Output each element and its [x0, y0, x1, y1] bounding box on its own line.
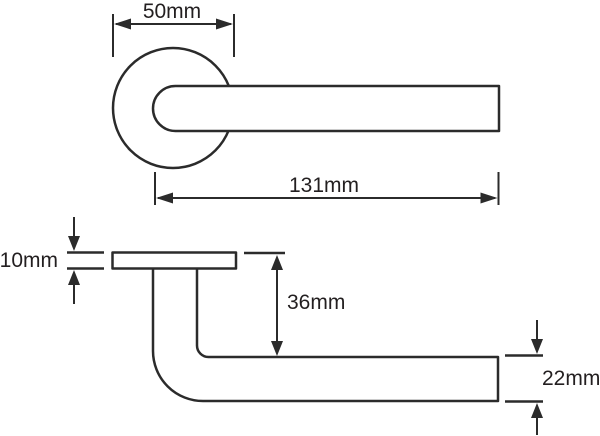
arrow-down-icon — [531, 339, 543, 354]
front-view — [111, 46, 501, 170]
arrow-right-icon — [216, 18, 233, 30]
arrow-up-icon — [68, 270, 80, 285]
rose-thickness-label: 10mm — [0, 249, 58, 272]
rose-side-view — [111, 251, 238, 270]
arrow-up-icon — [271, 255, 283, 270]
arrow-up-icon — [531, 403, 543, 418]
arrow-left-icon — [114, 18, 131, 30]
dimension-lever-drop: 36mm — [244, 251, 345, 356]
lever-side-view — [151, 268, 500, 403]
lever-length-label: 131mm — [289, 174, 359, 197]
dimension-rose-thickness: 10mm — [0, 217, 104, 304]
arrow-down-icon — [68, 236, 80, 251]
lever-section-label: 22mm — [542, 367, 600, 390]
dimension-rose-diameter: 50mm — [112, 0, 235, 57]
rose-diameter-label: 50mm — [143, 0, 201, 23]
arrow-down-icon — [271, 341, 283, 356]
arrow-right-icon — [480, 192, 498, 204]
side-view — [111, 251, 500, 403]
lever-drop-label: 36mm — [287, 291, 345, 314]
lever-top-view — [151, 84, 501, 133]
arrow-left-icon — [156, 192, 173, 204]
dimension-lever-section: 22mm — [505, 320, 600, 435]
dimension-lever-length: 131mm — [154, 172, 500, 205]
